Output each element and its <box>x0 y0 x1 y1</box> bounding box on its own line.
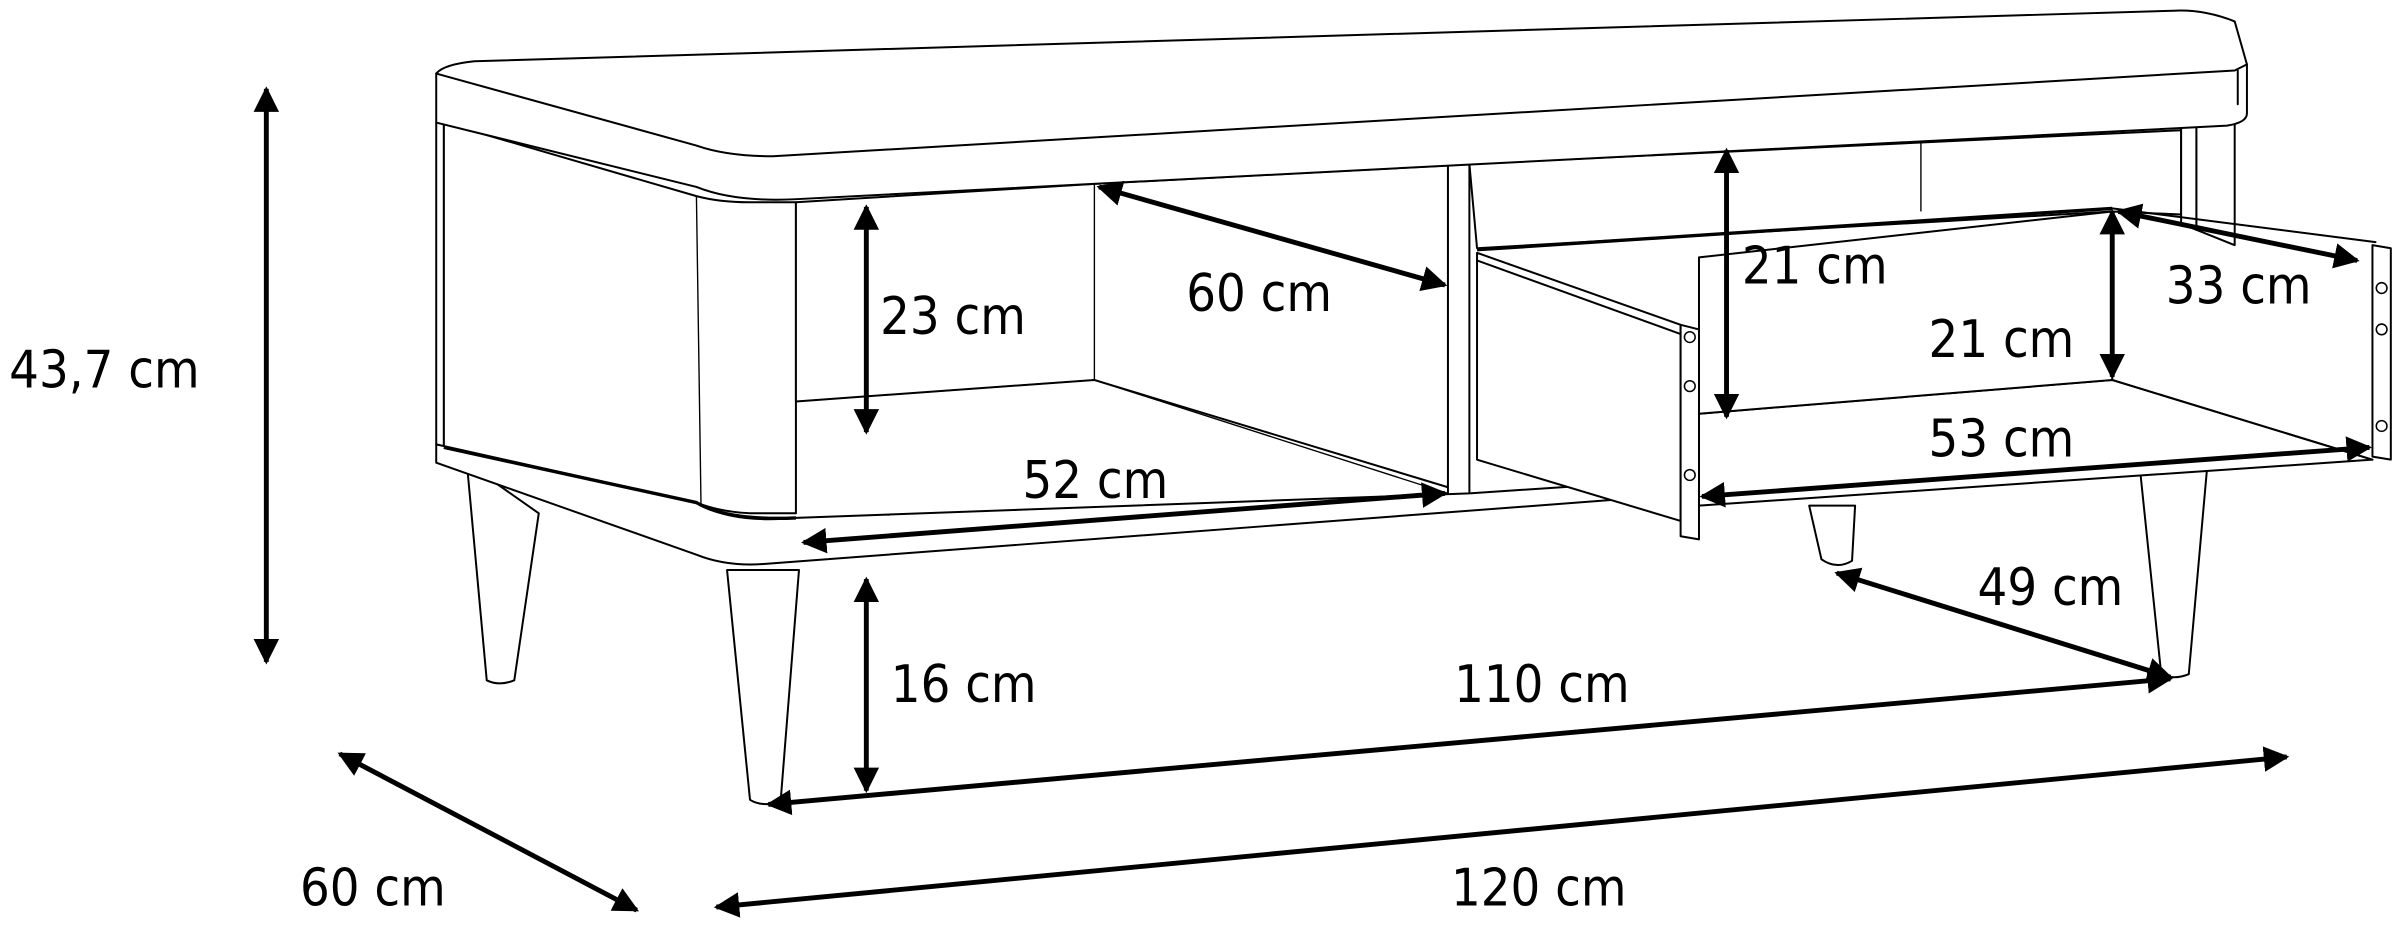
leg-back-right <box>1808 504 1857 567</box>
hole <box>2375 419 2388 433</box>
drawer-left-side <box>1476 251 1682 522</box>
label-drawer-width: 53 cm <box>1929 410 2075 470</box>
hole <box>1683 468 1696 482</box>
hole <box>2375 323 2388 336</box>
drawer-left-side-top-edge <box>1476 259 1682 336</box>
label-leg-width-spacing: 110 cm <box>1454 655 1630 715</box>
label-leg-height: 16 cm <box>891 655 1037 715</box>
drawer[interactable] <box>1476 206 2392 541</box>
drawer-depth-arrow <box>2115 203 2360 269</box>
drawer-width-arrow <box>1699 436 2372 508</box>
total-depth-arrow <box>337 751 639 913</box>
shelf-width-arrow <box>801 482 1448 554</box>
table-top-front-upper-edge <box>435 63 2248 158</box>
drawer-front-panel-right <box>2371 244 2392 461</box>
leg-front-right <box>2138 466 2209 679</box>
dimension-arrows <box>253 86 2372 918</box>
hole <box>1683 379 1696 393</box>
hole <box>1683 330 1696 344</box>
shelf-back-bottom <box>795 379 1095 403</box>
drawer-front-panel-left <box>1679 323 1700 541</box>
label-drawer-depth: 33 cm <box>2166 256 2312 316</box>
right-end-posts <box>2180 118 2198 231</box>
left-side-panel <box>435 121 445 449</box>
right-end-post-2 <box>2195 115 2236 247</box>
label-drawer-compartment-height: 21 cm <box>1742 236 1888 296</box>
leg-back-left <box>465 461 540 685</box>
label-shelf-height: 23 cm <box>880 287 1026 347</box>
drawer-top-rail <box>1476 206 2113 252</box>
base-front-edge <box>443 445 796 520</box>
label-total-width: 120 cm <box>1451 859 1627 919</box>
leg-front-left <box>726 568 800 806</box>
center-divider <box>1446 162 1471 498</box>
shelf-floor-edge <box>1094 379 1449 495</box>
label-total-depth: 60 cm <box>300 859 446 919</box>
label-shelf-width: 52 cm <box>1022 451 1168 511</box>
hole <box>2375 281 2388 295</box>
label-leg-depth-spacing: 49 cm <box>1978 558 2124 618</box>
edge-line <box>695 196 702 506</box>
table-top <box>435 9 2248 201</box>
total-width-arrow <box>713 746 2290 918</box>
dimension-labels: 43,7 cm 23 cm 60 cm 52 cm 21 cm 21 cm 33… <box>9 236 2311 918</box>
label-drawer-inner-height: 21 cm <box>1929 310 2075 370</box>
label-total-height: 43,7 cm <box>9 341 199 401</box>
shelf-depth-arrow <box>1096 180 1448 292</box>
label-shelf-depth: 60 cm <box>1186 264 1332 324</box>
leg-depth-spacing-arrow <box>1834 567 2173 683</box>
